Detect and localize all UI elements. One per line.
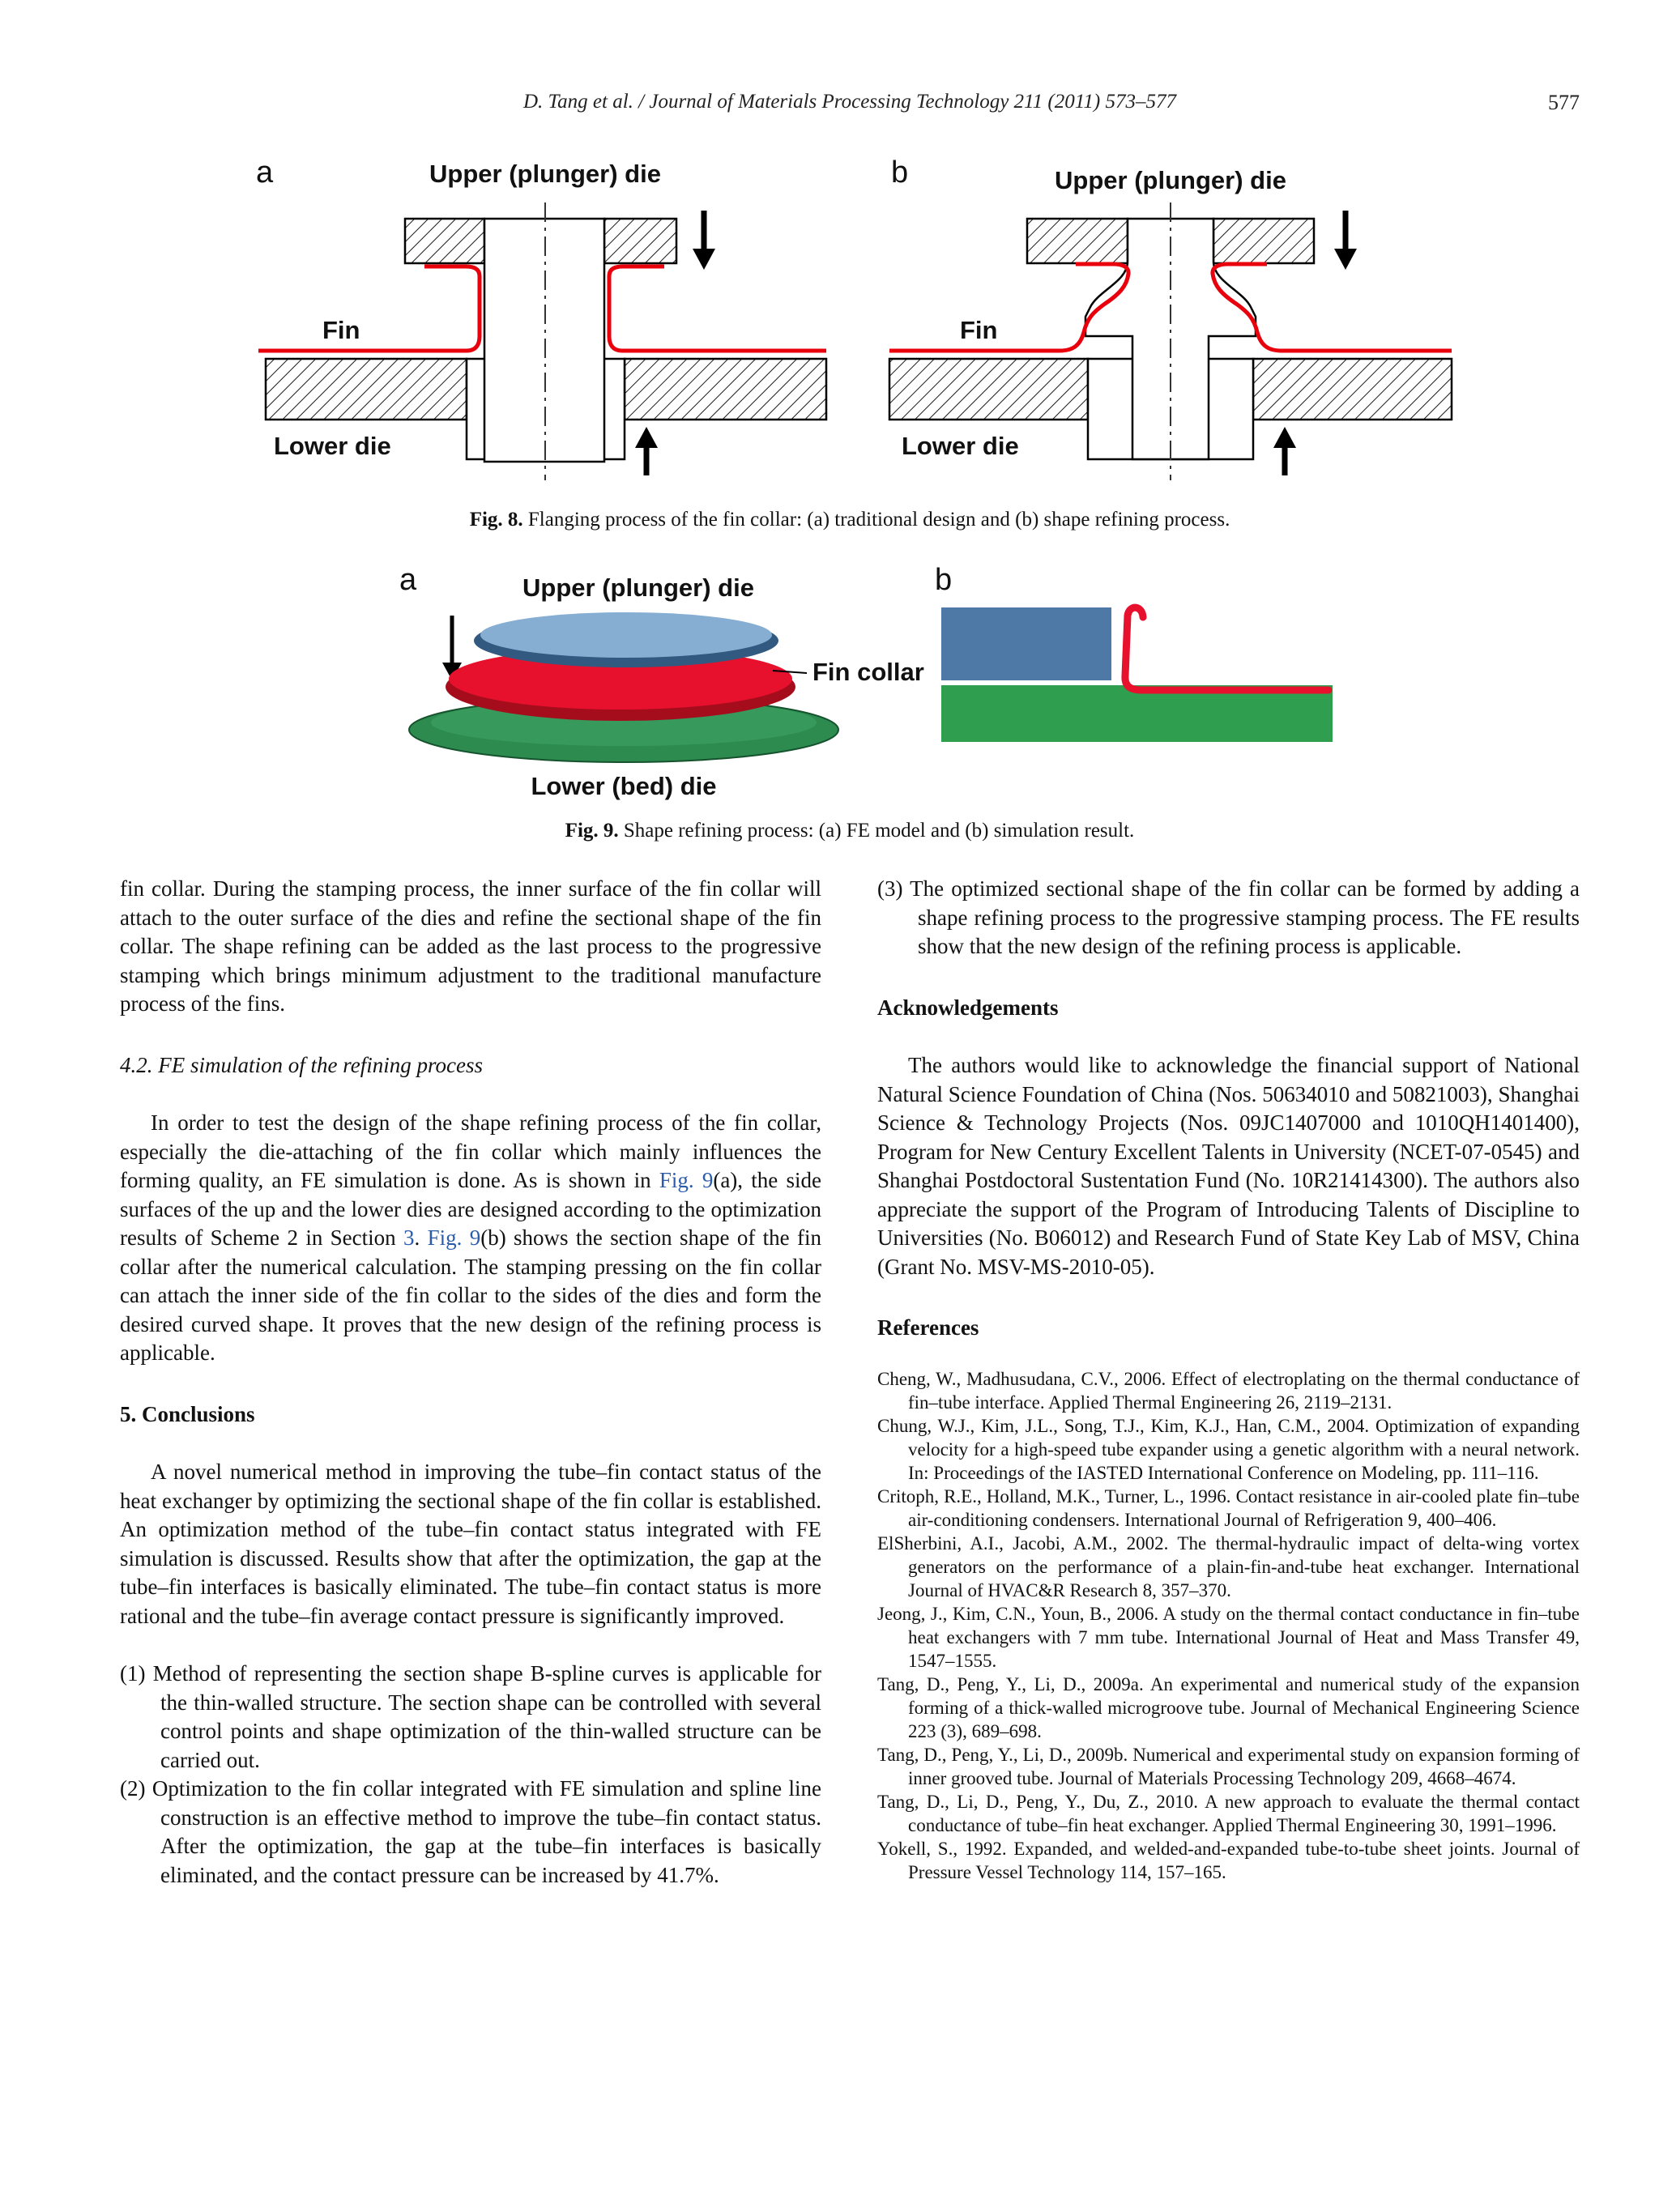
conclusion-item-1: (1) Method of representing the section s…: [120, 1660, 821, 1775]
fig8-caption-tag: Fig. 8.: [469, 509, 523, 531]
fig9a-down-arrow-icon: [442, 616, 462, 680]
conclusion-item-3: (3) The optimized sectional shape of the…: [877, 875, 1580, 961]
fig9-caption-tag: Fig. 9.: [565, 820, 619, 842]
reference-entry: Cheng, W., Madhusudana, C.V., 2006. Effe…: [877, 1368, 1580, 1413]
fig9a-upper-die-disk: [480, 612, 772, 658]
fig8b-lower-die-right: [1252, 357, 1453, 421]
fig9-panel-a-letter: a: [399, 563, 417, 597]
item-number: (1): [120, 1661, 146, 1686]
fig8a-lower-die-label: Lower die: [274, 432, 391, 460]
item-text: Method of representing the section shape…: [152, 1661, 822, 1772]
paragraph-text: In order to test the design of the shape…: [120, 1110, 821, 1192]
fig8-panel-a: a Upper (plunger) die Fin Lower die: [256, 156, 828, 480]
reference-entry: Critoph, R.E., Holland, M.K., Turner, L.…: [877, 1485, 1580, 1530]
body-paragraph: A novel numerical method in improving th…: [120, 1460, 821, 1628]
item-text: The optimized sectional shape of the fin…: [910, 876, 1580, 958]
fig8a-lower-die-left: [264, 357, 468, 421]
fig8b-upper-die-right: [1212, 217, 1316, 265]
reference-entry: Chung, W.J., Kim, J.L., Song, T.J., Kim,…: [877, 1415, 1580, 1483]
paragraph-text: (a), the side surfaces of the up and the…: [120, 1168, 821, 1250]
fig9-panel-a: a Upper (plunger) die Fin collar Lower (…: [399, 563, 924, 800]
fig9-caption-text: Shape refining process: (a) FE model and…: [623, 820, 1135, 842]
fig8a-upper-die-left: [403, 217, 486, 265]
fig9-panel-b-letter: b: [935, 563, 952, 597]
acknowledgements-heading: Acknowledgements: [877, 995, 1059, 1020]
reference-entry: Jeong, J., Kim, C.N., Youn, B., 2006. A …: [877, 1603, 1580, 1671]
fig8-panel-b-letter: b: [891, 156, 908, 190]
fig8a-fin-right: [607, 264, 826, 353]
fig8b-fin-label: Fin: [960, 316, 998, 344]
section-heading-4-2: 4.2. FE simulation of the refining proce…: [120, 1052, 483, 1077]
fig8-panel-a-letter: a: [256, 156, 274, 190]
fig8b-fin-right: [1210, 262, 1452, 353]
fig9-citation-link[interactable]: Fig. 9: [427, 1225, 481, 1250]
fig9b-fin-collar-curve: [1121, 603, 1333, 694]
fig9a-fin-collar-pointer: [772, 670, 808, 674]
body-paragraph: In order to test the design of the shape…: [120, 1109, 821, 1368]
fig9-panel-b: b: [935, 563, 1333, 742]
fig8-diagram: a Upper (plunger) die Fin Lower die: [256, 156, 1453, 480]
fig9-diagram: a Upper (plunger) die Fin collar Lower (…: [399, 563, 1333, 800]
reference-entry: Tang, D., Peng, Y., Li, D., 2009a. An ex…: [877, 1673, 1580, 1741]
page-number: 577: [1548, 91, 1580, 114]
reference-entry: ElSherbini, A.I., Jacobi, A.M., 2002. Th…: [877, 1532, 1580, 1600]
fig9-citation-link[interactable]: Fig. 9: [659, 1168, 714, 1192]
reference-entry: Yokell, S., 1992. Expanded, and welded-a…: [877, 1838, 1580, 1882]
fig9b-upper-die-section: [941, 607, 1111, 680]
fig8a-upper-die-label: Upper (plunger) die: [429, 160, 661, 188]
fig9b-lower-die-section: [941, 685, 1333, 742]
section-heading-5: 5. Conclusions: [120, 1401, 255, 1426]
fig8b-lower-die-left: [888, 357, 1090, 421]
fig9a-fin-collar-label: Fin collar: [812, 658, 924, 686]
fig8a-fin-left: [258, 264, 482, 353]
fig8-caption-text: Flanging process of the fin collar: (a) …: [527, 509, 1230, 531]
fig9a-lower-die-label: Lower (bed) die: [531, 772, 716, 800]
fig8-caption: Fig. 8. Flanging process of the fin coll…: [120, 509, 1580, 531]
fig8b-fin-left: [889, 262, 1131, 353]
fig8b-upper-die-left: [1026, 217, 1129, 265]
item-number: (3): [877, 876, 903, 901]
fig8b-up-arrow-icon: [1273, 427, 1296, 475]
acknowledgements-text: The authors would like to acknowledge th…: [877, 1053, 1580, 1279]
reference-list: Cheng, W., Madhusudana, C.V., 2006. Effe…: [877, 1367, 1580, 1884]
item-number: (2): [120, 1776, 146, 1801]
item-text: Optimization to the fin collar integrate…: [151, 1776, 822, 1887]
reference-entry: Tang, D., Li, D., Peng, Y., Du, Z., 2010…: [877, 1791, 1580, 1835]
paragraph-text: (b) shows the section shape of the fin c…: [120, 1225, 821, 1365]
section3-citation-link[interactable]: 3: [403, 1225, 415, 1250]
fig8-panel-b: b Upper (plunger) die Fin Lower die: [888, 156, 1453, 480]
reference-entry: Tang, D., Peng, Y., Li, D., 2009b. Numer…: [877, 1744, 1580, 1788]
fig9-caption: Fig. 9. Shape refining process: (a) FE m…: [120, 820, 1580, 842]
fig8a-fin-label: Fin: [322, 316, 360, 344]
fig8a-lower-die-right: [623, 357, 828, 421]
fig9a-upper-die-label: Upper (plunger) die: [522, 573, 754, 602]
fig8b-lower-die-label: Lower die: [902, 432, 1019, 460]
paragraph-text: .: [414, 1225, 428, 1250]
left-column: fin collar. During the stamping process,…: [120, 875, 821, 1890]
fig8a-up-arrow-icon: [635, 427, 658, 475]
fig8a-upper-die-right: [603, 217, 678, 265]
fig8b-upper-die-label: Upper (plunger) die: [1055, 166, 1286, 194]
fig8b-down-arrow-icon: [1334, 211, 1357, 270]
conclusion-item-2: (2) Optimization to the fin collar integ…: [120, 1775, 821, 1890]
right-column: (3) The optimized sectional shape of the…: [877, 875, 1580, 1884]
running-head-citation: D. Tang et al. / Journal of Materials Pr…: [523, 91, 1176, 113]
body-paragraph: fin collar. During the stamping process,…: [120, 876, 821, 1016]
fig8a-down-arrow-icon: [693, 211, 715, 270]
references-heading: References: [877, 1315, 979, 1340]
